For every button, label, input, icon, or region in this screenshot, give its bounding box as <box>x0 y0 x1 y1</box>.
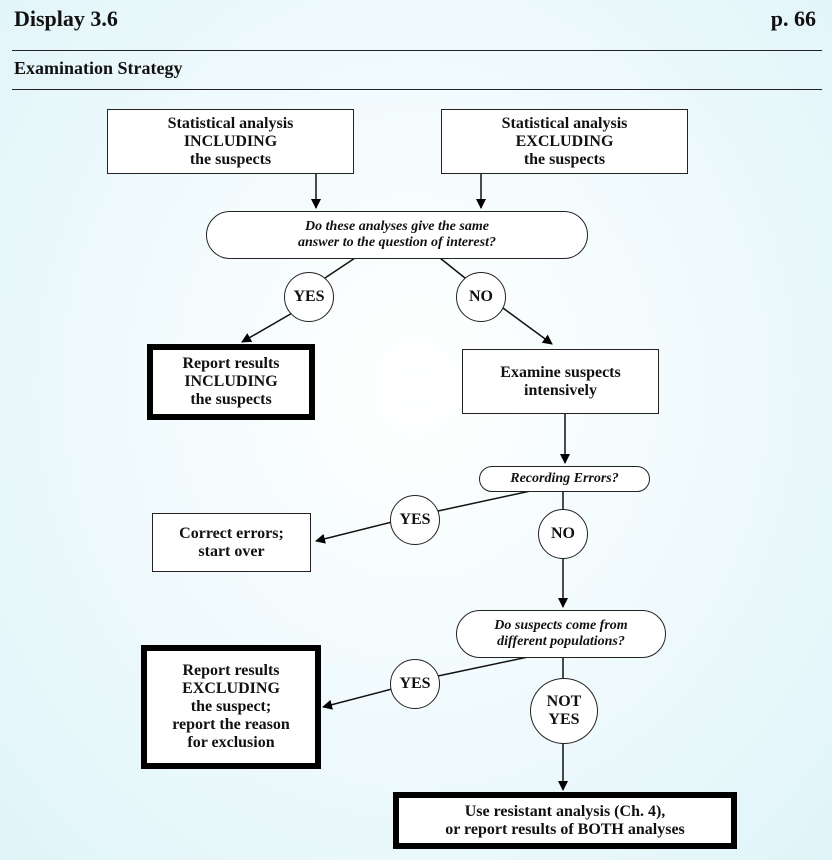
not-yes-circle: NOT YES <box>530 678 598 744</box>
no-circle-2: NO <box>538 509 588 559</box>
correct-errors-box: Correct errors; start over <box>152 513 311 572</box>
display-title: Display 3.6 <box>14 6 118 31</box>
examine-suspects-box: Examine suspects intensively <box>462 349 659 414</box>
connector-yes-to-report-including <box>241 311 295 343</box>
yes-circle-1: YES <box>284 272 334 322</box>
connector-populations-to-yes <box>437 656 529 677</box>
report-including-box: Report results INCLUDING the suspects <box>147 344 315 420</box>
no-circle-1: NO <box>456 272 506 322</box>
page-number: p. 66 <box>770 6 816 31</box>
connector-question-to-no <box>439 257 466 279</box>
yes-circle-3: YES <box>390 659 440 709</box>
header: Display 3.6 p. 66 <box>0 0 832 48</box>
different-populations-decision: Do suspects come from different populati… <box>456 610 666 658</box>
same-answer-decision: Do these analyses give the same answer t… <box>206 211 588 259</box>
analysis-excluding-box: Statistical analysis EXCLUDING the suspe… <box>441 109 688 174</box>
divider-bottom <box>12 89 822 90</box>
section-subtitle: Examination Strategy <box>14 58 183 78</box>
analysis-including-box: Statistical analysis INCLUDING the suspe… <box>107 109 354 174</box>
connector-question-to-yes <box>324 257 356 279</box>
connector-no-to-examine <box>502 307 553 345</box>
use-resistant-box: Use resistant analysis (Ch. 4), or repor… <box>393 792 737 849</box>
yes-circle-2: YES <box>390 495 440 545</box>
divider-top <box>12 50 822 51</box>
recording-errors-decision: Recording Errors? <box>479 466 650 492</box>
report-excluding-box: Report results EXCLUDING the suspect; re… <box>141 645 321 769</box>
connector-yes-to-correct <box>315 521 393 544</box>
connector-yes-to-report-excluding <box>322 688 393 710</box>
connector-recording-to-yes <box>437 489 536 512</box>
